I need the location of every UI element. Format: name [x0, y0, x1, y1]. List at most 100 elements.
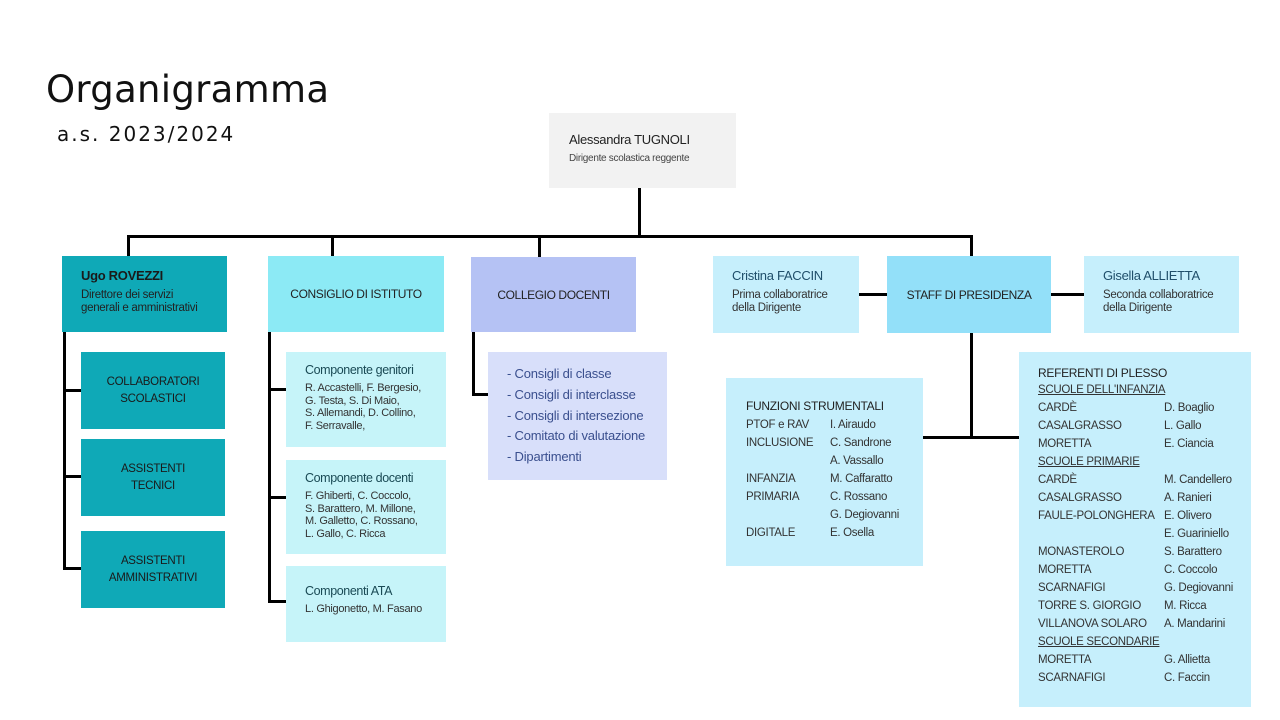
connector-drop-dsga [127, 235, 130, 256]
school-name: FAULE-POLONGHERA [1038, 510, 1155, 522]
dirigente-box: Alessandra TUGNOLI Dirigente scolastica … [549, 113, 736, 188]
collaborator-name: Gisella ALLIETTA [1103, 268, 1200, 283]
referente-name: A. Mandarini [1164, 618, 1225, 630]
funzione-person: A. Vassallo [830, 455, 884, 467]
componente-docenti-box: Componente docenti F. Ghiberti, C. Cocco… [286, 460, 446, 554]
componente-genitori-box: Componente genitori R. Accastelli, F. Be… [286, 352, 446, 447]
referente-row: VILLANOVA SOLARO A. Mandarini [1038, 615, 1251, 633]
subgroup-item: - Dipartimenti [507, 449, 582, 465]
school-name: SCARNAFIGI [1038, 582, 1106, 594]
school-name: CARDÈ [1038, 402, 1077, 414]
member-line: S. Barattero, M. Millone, [305, 502, 416, 515]
funzione-row: G. Degiovanni [746, 506, 923, 524]
referente-row: MONASTEROLO S. Barattero [1038, 543, 1251, 561]
connector-dsga-branch-3 [63, 567, 82, 570]
section-title-primarie: SCUOLE PRIMARIE [1038, 456, 1140, 468]
collaboratori-scolastici-box: COLLABORATORI SCOLASTICI [81, 352, 225, 429]
school-name: MORETTA [1038, 564, 1092, 576]
staff-presidenza-label: STAFF DI PRESIDENZA [906, 287, 1032, 302]
referente-name: E. Guariniello [1164, 528, 1229, 540]
referente-row: MORETTA C. Coccolo [1038, 561, 1251, 579]
member-line: R. Accastelli, F. Bergesio, [305, 382, 422, 394]
funzione-person: E. Osella [830, 527, 874, 539]
staff-presidenza-box: STAFF DI PRESIDENZA [887, 256, 1051, 333]
collegio-subgroups-box: - Consigli di classe - Consigli di inter… [488, 352, 667, 480]
box-label-line: COLLABORATORI [106, 375, 200, 388]
funzione-area: PTOF e RAV [746, 419, 810, 431]
componenti-ata-box: Componenti ATA L. Ghigonetto, M. Fasano [286, 566, 446, 642]
referente-name: C. Coccolo [1164, 564, 1218, 576]
collaborator-role: Prima collaboratrice della Dirigente [732, 289, 859, 315]
funzione-row: PTOF e RAV I. Airaudo [746, 416, 923, 434]
funzione-row: A. Vassallo [746, 452, 923, 470]
referente-name: G. Allietta [1164, 654, 1210, 666]
referente-name: L. Gallo [1164, 420, 1202, 432]
connector-collegio-spine [472, 332, 475, 396]
referente-name: E. Olivero [1164, 510, 1212, 522]
referente-name: M. Ricca [1164, 600, 1207, 612]
section-title-secondarie: SCUOLE SECONDARIE [1038, 636, 1160, 648]
consiglio-istituto-label: CONSIGLIO DI ISTITUTO [290, 287, 422, 301]
collegio-docenti-label: COLLEGIO DOCENTI [497, 287, 610, 302]
funzione-area: DIGITALE [746, 527, 796, 539]
funzione-area: PRIMARIA [746, 491, 800, 503]
referente-name: M. Candellero [1164, 474, 1232, 486]
subgroup-item: - Consigli di interclasse [507, 386, 636, 402]
collaborator-role: Seconda collaboratrice della Dirigente [1103, 289, 1239, 315]
box-label-line: ASSISTENTI [120, 554, 186, 567]
member-line: L. Gallo, C. Ricca [305, 527, 386, 540]
connector-consiglio-branch-2 [268, 496, 287, 499]
first-collaborator-box: Cristina FACCIN Prima collaboratrice del… [713, 256, 859, 333]
connector-staff-left [859, 293, 887, 296]
referenti-title: REFERENTI DI PLESSO [1038, 366, 1167, 380]
school-name: CARDÈ [1038, 474, 1077, 486]
dsga-box: Ugo ROVEZZI Direttore dei servizi genera… [62, 256, 227, 332]
member-line: G. Testa, S. Di Maio, [305, 394, 400, 407]
funzione-row: DIGITALE E. Osella [746, 524, 923, 542]
role-line: Prima collaboratrice [732, 289, 828, 301]
consiglio-istituto-box: CONSIGLIO DI ISTITUTO [268, 256, 444, 332]
referente-name: S. Barattero [1164, 546, 1222, 558]
assistenti-tecnici-box: ASSISTENTI TECNICI [81, 439, 225, 516]
connector-staff-right [1051, 293, 1084, 296]
dsga-role-line: generali e amministrativi [81, 302, 198, 314]
subgroup-item: - Comitato di valutazione [507, 428, 646, 444]
member-line: M. Galletto, C. Rossano, [305, 515, 418, 528]
component-title: Componente docenti [305, 471, 414, 485]
funzione-person: I. Airaudo [830, 419, 876, 431]
referente-row: CARDÈ D. Boaglio [1038, 399, 1251, 417]
referente-name: C. Faccin [1164, 672, 1210, 684]
school-name [1038, 525, 1164, 543]
referente-row: FAULE-POLONGHERA E. Olivero [1038, 507, 1251, 525]
component-title: Componente genitori [305, 363, 414, 377]
dirigente-name: Alessandra TUGNOLI [569, 132, 690, 147]
referente-name: A. Ranieri [1164, 492, 1212, 504]
funzione-area [746, 506, 830, 524]
referente-row: CARDÈ M. Candellero [1038, 471, 1251, 489]
connector-consiglio-branch-1 [268, 388, 287, 391]
second-collaborator-box: Gisella ALLIETTA Seconda collaboratrice … [1084, 256, 1239, 333]
dsga-role: Direttore dei servizi generali e amminis… [81, 289, 227, 315]
role-line: della Dirigente [1103, 302, 1173, 314]
connector-drop-consiglio [331, 235, 334, 256]
school-name: MONASTEROLO [1038, 546, 1125, 558]
referenti-plesso-box: REFERENTI DI PLESSO SCUOLE DELL'INFANZIA… [1019, 352, 1251, 707]
component-members: R. Accastelli, F. Bergesio, G. Testa, S.… [305, 382, 446, 432]
member-line: S. Allemandi, D. Collino, [305, 407, 416, 420]
connector-dsga-branch-2 [63, 475, 82, 478]
school-name: VILLANOVA SOLARO [1038, 618, 1147, 630]
funzione-area [746, 452, 830, 470]
funzione-person: C. Sandrone [830, 437, 892, 449]
referente-name: D. Boaglio [1164, 402, 1215, 414]
subgroup-item: - Consigli di classe [507, 366, 612, 381]
